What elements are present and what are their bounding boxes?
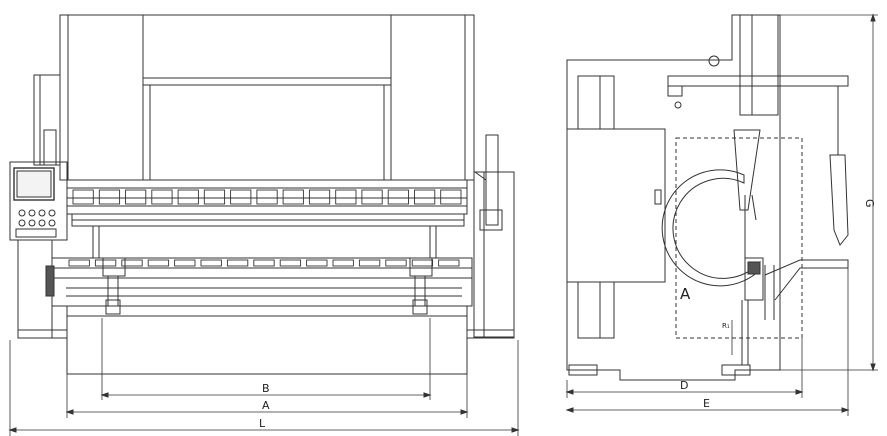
clamp-segment (151, 189, 173, 205)
lower-die (744, 257, 764, 301)
detail-frame (675, 137, 803, 339)
clamp-segment (253, 259, 275, 267)
label-a: A (262, 399, 270, 412)
lower-bed (66, 305, 468, 375)
side-frame (566, 14, 781, 381)
clamp-segment (438, 259, 460, 267)
label-g: G (863, 199, 876, 208)
clamp-segment (358, 259, 381, 267)
top-rail (667, 75, 849, 87)
clamp-segment (411, 259, 434, 267)
clamp-segment (174, 259, 196, 267)
dimension-b (100, 318, 432, 400)
dimension-g (780, 13, 878, 372)
dimension-a (65, 374, 469, 418)
right-side-frame (390, 14, 475, 181)
label-detail-a: A (680, 285, 691, 303)
clamp-segment (361, 189, 383, 205)
dimension-e (565, 268, 850, 416)
clamp-segment (226, 259, 249, 267)
clamp-segment (306, 259, 328, 267)
clamp-segment (335, 189, 357, 205)
clamp-segment (200, 259, 222, 267)
clamp-segment (230, 189, 252, 205)
right-hydraulic (485, 134, 499, 226)
dimension-l (8, 340, 520, 436)
clamp-segment (440, 189, 462, 205)
lower-table (51, 257, 473, 307)
clamp-segment (98, 189, 121, 205)
label-r1: R₁ (722, 322, 730, 330)
clamp-segment (279, 259, 302, 267)
right-base (473, 171, 515, 338)
label-l: L (259, 417, 266, 430)
label-e: E (703, 397, 710, 410)
clamp-segment (147, 259, 170, 267)
clamp-segment (308, 189, 331, 205)
clamp-segment (203, 189, 226, 205)
clamp-segment (72, 189, 94, 205)
clamp-segment (332, 259, 354, 267)
clamp-segment (256, 189, 278, 205)
side-view (565, 13, 878, 416)
clamp-segment (94, 259, 117, 267)
clamp-segment (125, 189, 147, 205)
front-view (8, 14, 520, 436)
clamp-segment (68, 259, 90, 267)
control-panel (9, 161, 68, 241)
dimension-d (565, 338, 804, 398)
clamp-segment (414, 189, 436, 205)
top-beam (142, 14, 392, 86)
left-side-frame (59, 14, 144, 181)
clamp-segment (282, 189, 304, 205)
cylinder (739, 14, 779, 116)
clamp-segment (121, 259, 143, 267)
clamp-segment (177, 189, 199, 205)
label-d: D (680, 379, 688, 392)
label-b: B (262, 382, 270, 395)
side-body (566, 128, 666, 283)
upper-ram (66, 179, 468, 215)
clamp-segment (387, 189, 409, 205)
clamp-segment (385, 259, 407, 267)
